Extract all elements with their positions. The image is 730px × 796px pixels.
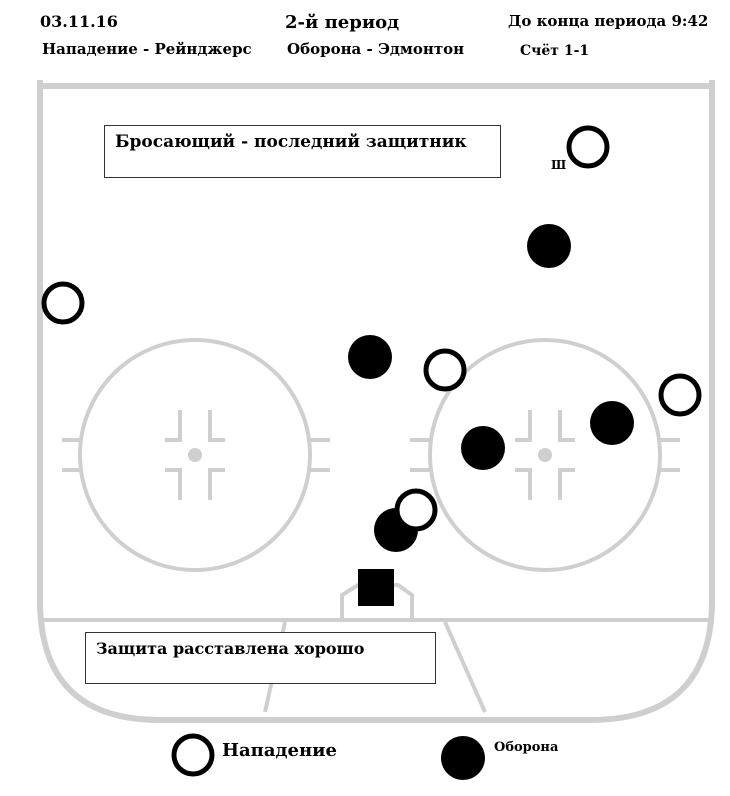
score: Счёт 1-1 bbox=[520, 43, 590, 59]
defense-player bbox=[348, 335, 392, 379]
shooter-marker: Ш bbox=[551, 158, 567, 172]
defense-players bbox=[348, 224, 634, 606]
legend-attack-label: Нападение bbox=[222, 740, 337, 761]
period: 2-й период bbox=[285, 12, 400, 33]
faceoff-circle-left bbox=[78, 338, 312, 572]
attack-player bbox=[394, 488, 438, 532]
attack-player-shooter bbox=[566, 125, 610, 169]
rink-boards bbox=[37, 80, 715, 723]
defense-team: Оборона - Эдмонтон bbox=[287, 40, 465, 58]
attack-players bbox=[41, 125, 702, 777]
defense-player bbox=[461, 426, 505, 470]
legend-defense-label: Оборона bbox=[494, 740, 559, 755]
defense-player bbox=[527, 224, 571, 268]
time-left: До конца периода 9:42 bbox=[508, 12, 709, 30]
attack-team: Нападение - Рейнджерс bbox=[42, 40, 252, 58]
faceoff-circle-right bbox=[428, 338, 662, 572]
attack-player bbox=[41, 281, 85, 325]
legend-defense-icon bbox=[441, 736, 485, 780]
legend-attack-icon bbox=[171, 733, 215, 777]
goalie bbox=[358, 569, 394, 606]
attack-player bbox=[423, 348, 467, 392]
defense-player bbox=[590, 401, 634, 445]
attack-player bbox=[658, 373, 702, 417]
defense-note: Защита расставлена хорошо bbox=[85, 632, 436, 684]
date: 03.11.16 bbox=[40, 12, 118, 31]
shooter-note: Бросающий - последний защитник bbox=[104, 125, 501, 178]
